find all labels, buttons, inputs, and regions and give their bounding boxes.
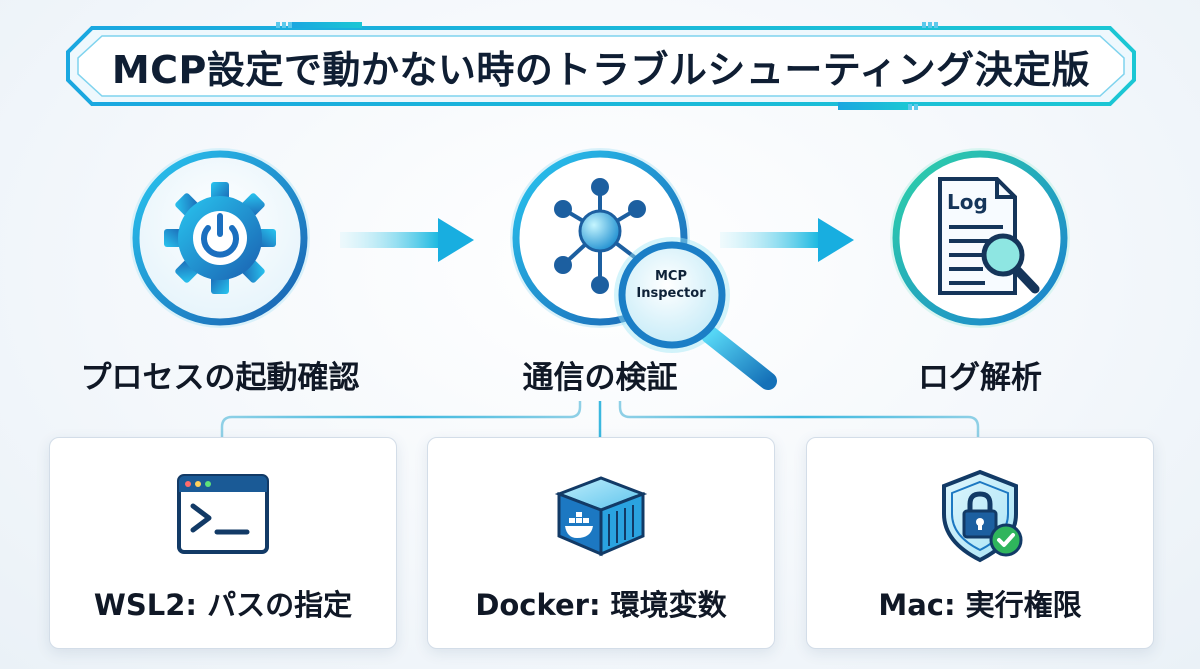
mcp-inspector-line1: MCP <box>654 269 687 284</box>
docker-container-icon <box>554 476 648 557</box>
log-icon-text: Log <box>947 190 988 214</box>
page-title: MCP設定で動かない時のトラブルシューティング決定版 <box>111 47 1091 92</box>
connector-lines <box>220 401 980 437</box>
card-docker: Docker: 環境変数 <box>427 437 775 649</box>
power-gear-icon <box>130 148 310 328</box>
arrow-right-icon <box>340 218 474 262</box>
terminal-window-icon <box>177 474 269 554</box>
mcp-inspector-line2: Inspector <box>636 286 706 301</box>
card-mac: Mac: 実行権限 <box>806 437 1154 649</box>
title-frame-decoration <box>66 22 1136 110</box>
title-banner: MCP設定で動かない時のトラブルシューティング決定版 <box>62 22 1140 110</box>
arrow-right-icon <box>720 218 854 262</box>
step-process-icon-circle <box>125 143 315 333</box>
step-label-process: プロセスの起動確認 <box>80 360 360 396</box>
step-label-log: ログ解析 <box>918 360 1042 396</box>
step-log-icon-circle: Log <box>885 143 1075 333</box>
card-wsl2: WSL2: パスの指定 <box>49 437 397 649</box>
shield-lock-icon <box>942 469 1023 563</box>
mcp-inspector-label: MCP Inspector <box>632 268 710 302</box>
card-label-wsl2: WSL2: パスの指定 <box>93 588 353 622</box>
card-label-mac: Mac: 実行権限 <box>878 588 1082 622</box>
magnifier-icon <box>614 237 777 390</box>
step-label-communication: 通信の検証 <box>522 360 678 396</box>
card-label-docker: Docker: 環境変数 <box>475 588 727 622</box>
log-document-icon: Log <box>890 148 1070 328</box>
